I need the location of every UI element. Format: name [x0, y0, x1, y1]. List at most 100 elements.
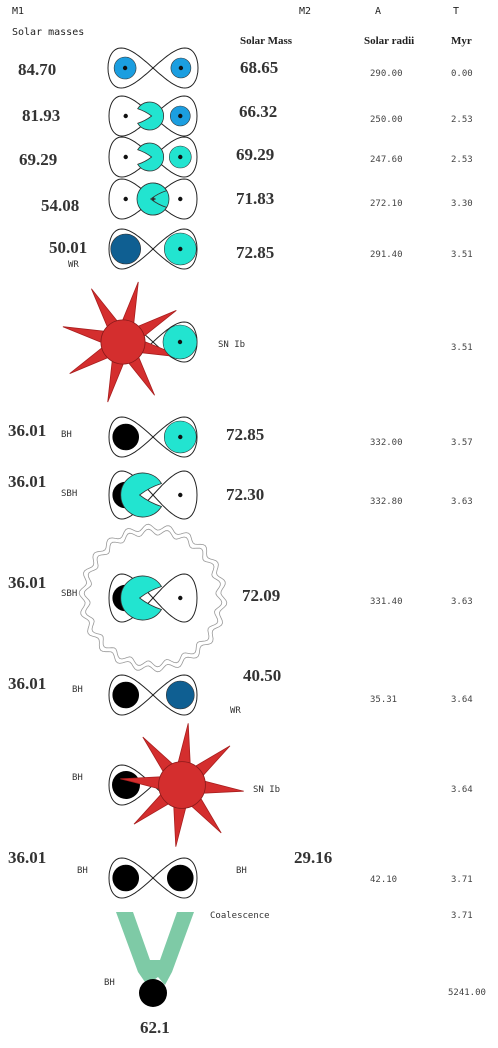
stage-4-t: 3.30 [451, 199, 473, 209]
stage-2-left-core [123, 113, 128, 119]
stage-9-a: 331.40 [370, 597, 403, 607]
stage-3-t: 2.53 [451, 155, 473, 165]
stage-1-t: 0.00 [451, 69, 473, 79]
stage-3-right-core [178, 154, 183, 160]
stage-1-a: 290.00 [370, 69, 403, 79]
stage-12-m1-label: BH [77, 866, 88, 876]
stage-10-t: 3.64 [451, 695, 473, 705]
stage-12-m2-label: BH [236, 866, 247, 876]
stage-14-final-mass: 62.1 [140, 1018, 170, 1037]
m2-unit: Solar Mass [240, 35, 293, 47]
stage-2-a: 250.00 [370, 115, 403, 125]
stage-5-t: 3.51 [451, 250, 473, 260]
stage-3-a: 247.60 [370, 155, 403, 165]
m1-header: M1 [12, 6, 25, 17]
stage-1-right-core [178, 65, 184, 71]
stage-8-m2: 72.30 [226, 485, 265, 504]
stage-3-m1: 69.29 [19, 150, 58, 169]
stage-8-right-core [178, 492, 183, 498]
stage-10-a: 35.31 [370, 695, 398, 705]
stage-10-right-star [165, 680, 195, 710]
stage-6-supernova-core [100, 319, 146, 365]
stage-9-m1-label: SBH [61, 589, 78, 599]
t-unit: Myr [451, 35, 472, 47]
stage-11-supernova-core [158, 761, 206, 809]
stage-7-m2: 72.85 [226, 425, 265, 444]
m1-unit: Solar masses [12, 27, 85, 38]
stage-9-common-envelope-2 [78, 523, 228, 673]
stage-3-left-core [123, 154, 128, 160]
stage-11-event: SN Ib [253, 785, 281, 795]
stage-6-event: SN Ib [218, 340, 246, 350]
stage-10-m2-label: WR [230, 706, 241, 716]
stage-4-left-core [123, 196, 128, 202]
stage-14-t: 5241.00 [448, 988, 486, 998]
stage-9-common-envelope-1 [83, 528, 223, 668]
stage-8-m1-label: SBH [61, 489, 78, 499]
stage-1-roche-lobes [107, 47, 199, 89]
stage-12-m1: 36.01 [8, 848, 47, 867]
stage-2-right-core [178, 113, 183, 119]
stage-12-roche-lobes [108, 857, 198, 899]
stage-7-left-star [112, 423, 140, 451]
stage-2-t: 2.53 [451, 115, 473, 125]
stage-9-t: 3.63 [451, 597, 473, 607]
stage-7-right-core [178, 434, 183, 440]
stage-11-left-star [112, 771, 140, 799]
stage-3-roche-lobes [108, 136, 198, 178]
stage-4-right-star [136, 182, 168, 216]
final-black-hole [139, 979, 167, 1007]
stage-12-right-star [166, 864, 194, 892]
stage-5-right-core [178, 246, 183, 252]
stage-8-roche-lobes [108, 470, 198, 520]
a-unit: Solar radii [364, 35, 415, 47]
stage-1-m2: 68.65 [240, 58, 279, 77]
stage-3-m2: 69.29 [236, 145, 275, 164]
stage-10-m2: 40.50 [243, 666, 282, 685]
stage-12-t: 3.71 [451, 875, 473, 885]
stage-1-m1: 84.70 [18, 60, 57, 79]
stage-13-t: 3.71 [451, 911, 473, 921]
stage-5-m1-label: WR [68, 260, 79, 270]
stage-2-m2: 66.32 [239, 102, 278, 121]
stage-2-roche-lobes [108, 95, 198, 137]
stage-9-roche-lobes [108, 573, 198, 623]
stage-6-t: 3.51 [451, 343, 473, 353]
stage-7-a: 332.00 [370, 438, 403, 448]
stage-9-m1: 36.01 [8, 573, 47, 592]
stage-7-m1-label: BH [61, 430, 72, 440]
stage-9-m2: 72.09 [242, 586, 281, 605]
stage-2-left-star [137, 101, 165, 131]
stage-11-t: 3.64 [451, 785, 473, 795]
stage-4-roche-lobes [108, 178, 198, 220]
stage-8-right-star [120, 472, 163, 518]
stage-5-m2: 72.85 [236, 243, 275, 262]
stage-5-a: 291.40 [370, 250, 403, 260]
stage-13-event: Coalescence [210, 911, 270, 921]
t-header: T [453, 6, 460, 17]
stage-9-right-core [178, 595, 183, 601]
stage-12-left-star [112, 864, 140, 892]
stage-7-roche-lobes [108, 416, 198, 458]
stage-12-m2: 29.16 [294, 848, 333, 867]
stage-14-final-label: BH [104, 978, 115, 988]
coalescence-arrow-icon [116, 912, 194, 985]
stage-9-right-star [120, 575, 163, 621]
a-header: A [375, 6, 382, 17]
stage-4-m1: 54.08 [41, 196, 80, 215]
stage-11-m1-label: BH [72, 773, 83, 783]
stage-4-right-core [178, 196, 183, 202]
stage-8-m1: 36.01 [8, 472, 47, 491]
stage-10-m1: 36.01 [8, 674, 47, 693]
stage-5-roche-lobes [108, 228, 198, 270]
stage-3-left-star [137, 142, 165, 172]
stage-2-m1: 81.93 [22, 106, 61, 125]
stage-8-a: 332.80 [370, 497, 403, 507]
stage-1-left-core [122, 65, 128, 71]
stage-10-m1-label: BH [72, 685, 83, 695]
stage-4-a: 272.10 [370, 199, 403, 209]
stage-5-m1: 50.01 [49, 238, 88, 257]
stage-7-m1: 36.01 [8, 421, 47, 440]
stage-5-left-star [110, 233, 142, 265]
